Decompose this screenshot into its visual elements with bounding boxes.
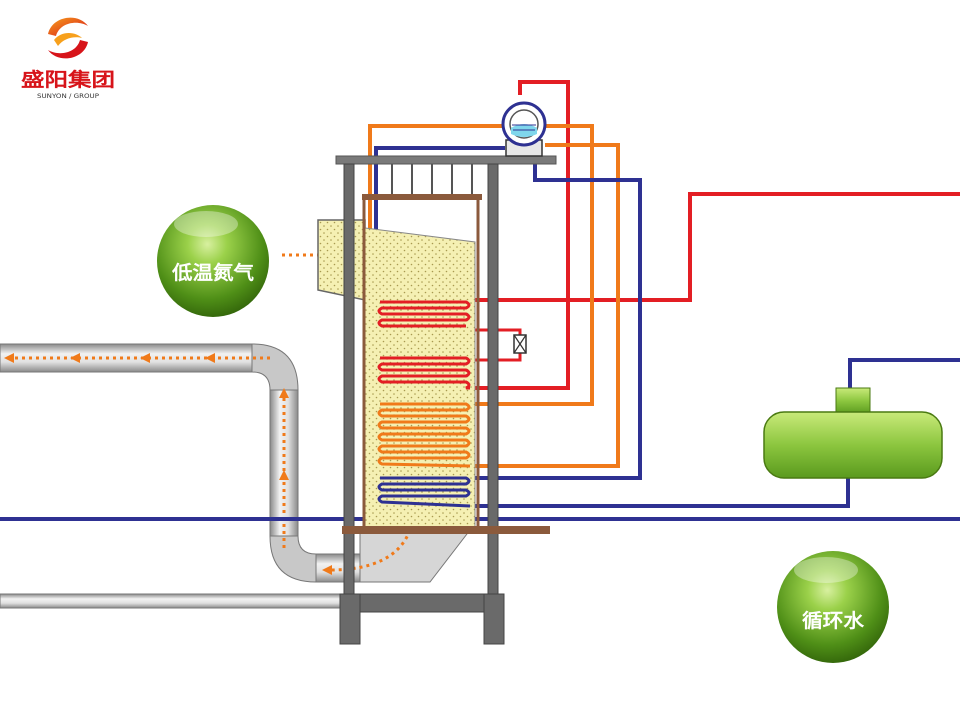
label-ball-nitrogen: 低温氮气 <box>157 205 269 317</box>
coil-red-upper <box>377 300 471 328</box>
label-ball-water: 循环水 <box>777 551 889 663</box>
company-logo: 盛阳集团 SUNYON / GROUP <box>21 16 115 100</box>
swirl-logo-icon <box>46 16 90 60</box>
coil-orange <box>377 402 471 468</box>
pipe-circuits <box>0 80 960 521</box>
valve-icon <box>513 334 527 354</box>
steam-drum-icon <box>501 101 547 157</box>
coil-red-lower <box>377 356 471 390</box>
water-tank-icon <box>763 387 943 479</box>
circulating-water-label: 循环水 <box>802 609 865 632</box>
coil-blue <box>377 476 471 508</box>
company-subtitle: SUNYON / GROUP <box>37 93 99 100</box>
exhaust-duct <box>0 343 472 609</box>
company-name: 盛阳集团 <box>21 68 115 91</box>
low-temp-nitrogen-label: 低温氮气 <box>171 261 254 284</box>
